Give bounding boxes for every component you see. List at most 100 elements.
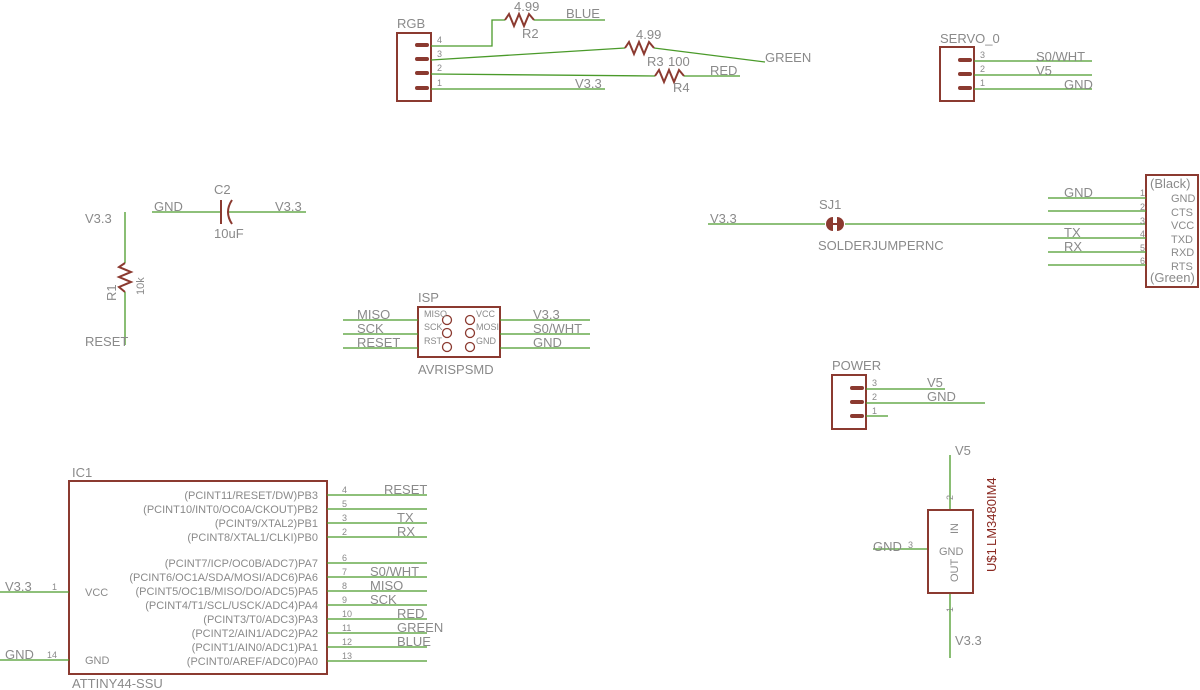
ic1-pin-number: 5 xyxy=(342,499,347,509)
sj1-net-v33: V3.3 xyxy=(710,211,737,226)
ic1-net-gnd: GND xyxy=(5,647,34,662)
ftdi-pin-4: 4 xyxy=(1140,229,1145,239)
servo-net-s0: S0/WHT xyxy=(1036,49,1085,64)
ic1-pin-vcc: 1 xyxy=(52,582,57,592)
servo-pin-3: 3 xyxy=(980,50,985,60)
ic1-pin-label: (PCINT10/INT0/OC0A/CKOUT)PB2 xyxy=(143,504,318,516)
ic1-pin-number: 9 xyxy=(342,595,347,605)
isp-header[interactable]: ISP AVRISPSMD MISO SCK RST VCC MOSI GND xyxy=(417,290,501,377)
c2-net-v33: V3.3 xyxy=(275,199,302,214)
r3-body[interactable] xyxy=(624,39,655,57)
isp-pin-gnd: GND xyxy=(476,336,497,346)
ic1-net-v33: V3.3 xyxy=(5,579,32,594)
ftdi-pin-1: 1 xyxy=(1140,188,1145,198)
ftdi-net-rx: RX xyxy=(1064,239,1082,254)
power-net-v5: V5 xyxy=(927,375,943,390)
c2-value: 10uF xyxy=(214,226,244,241)
isp-pin-rst: RST xyxy=(424,336,443,346)
isp-pin-sck: SCK xyxy=(424,322,443,332)
net-v33-label-rgb: V3.3 xyxy=(575,76,602,91)
servo-connector[interactable]: SERVO_0 3 2 1 xyxy=(939,31,1000,102)
ftdi-label-txd: TXD xyxy=(1171,234,1193,246)
reg-net-v5: V5 xyxy=(955,443,971,458)
reg-in-label: IN xyxy=(949,523,961,534)
ic1-pin-gnd: 14 xyxy=(47,650,57,660)
rgb-name: RGB xyxy=(397,16,425,31)
ic1-pin-label: (PCINT0/AREF/ADC0)PA0 xyxy=(187,656,318,668)
r2-name: R2 xyxy=(522,26,539,41)
rgb-pin-3: 3 xyxy=(437,49,442,59)
ic1-pin-label: (PCINT2/AIN1/ADC2)PA2 xyxy=(192,628,318,640)
reg-gnd-label: GND xyxy=(939,546,964,558)
r4-value: 100 xyxy=(668,54,690,69)
ic1-pin-label: (PCINT4/T1/SCL/USCK/ADC4)PA4 xyxy=(145,600,318,612)
ic1-pin-label: (PCINT6/OC1A/SDA/MOSI/ADC6)PA6 xyxy=(129,572,318,584)
regulator[interactable]: IN GND OUT U$1 LM3480IM4 xyxy=(927,477,999,594)
ftdi-pin-5: 5 xyxy=(1140,243,1145,253)
ic1-pin-number: 6 xyxy=(342,553,347,563)
ftdi-label-gnd: GND xyxy=(1171,193,1196,205)
wire-rgb-red xyxy=(430,73,656,77)
power-pin-3: 3 xyxy=(872,378,877,388)
ftdi-label-rxd: RXD xyxy=(1171,247,1194,259)
r1-net-reset: RESET xyxy=(85,334,128,349)
sj1-jumper[interactable] xyxy=(826,217,844,231)
ftdi-pin-6: 6 xyxy=(1140,256,1145,266)
power-pin-2: 2 xyxy=(872,392,877,402)
r1-value: 10k xyxy=(135,277,147,295)
c2-capacitor[interactable] xyxy=(220,199,233,225)
rgb-connector[interactable]: RGB 4 3 2 1 xyxy=(396,16,442,102)
ic1-pin-net: GREEN xyxy=(397,620,443,635)
ic1-pin-number: 11 xyxy=(342,623,351,633)
wire-rgb-blue xyxy=(431,19,505,47)
ic1-pin-number: 12 xyxy=(342,637,352,647)
isp-value: AVRISPSMD xyxy=(418,362,494,377)
sj1-value: SOLDERJUMPERNC xyxy=(818,238,944,253)
ic1-pin-label: (PCINT5/OC1B/MISO/DO/ADC5)PA5 xyxy=(135,586,318,598)
ftdi-top-label: (Black) xyxy=(1150,176,1190,191)
ic1-pin-number: 13 xyxy=(342,651,352,661)
power-name: POWER xyxy=(832,358,881,373)
servo-net-v5: V5 xyxy=(1036,63,1052,78)
servo-name: SERVO_0 xyxy=(940,31,1000,46)
ftdi-header[interactable]: (Black) (Green) 1 2 3 4 5 6 GND CTS VCC … xyxy=(1140,174,1199,288)
wire-rgb-green xyxy=(430,47,626,61)
ic1-pin-label: (PCINT7/ICP/OC0B/ADC7)PA7 xyxy=(165,558,318,570)
r4-body[interactable] xyxy=(654,67,685,85)
isp-net-sck: SCK xyxy=(357,321,384,336)
isp-net-miso: MISO xyxy=(357,307,390,322)
reg-out-label: OUT xyxy=(949,559,961,583)
isp-pin-vcc: VCC xyxy=(476,309,496,319)
servo-pin-1: 1 xyxy=(980,78,985,88)
reg-net-gnd: GND xyxy=(873,539,902,554)
servo-pin-2: 2 xyxy=(980,64,985,74)
isp-net-reset: RESET xyxy=(357,335,400,350)
power-net-gnd: GND xyxy=(927,389,956,404)
isp-net-v33: V3.3 xyxy=(533,307,560,322)
ic1-gnd-label: GND xyxy=(85,655,110,667)
ic1-pin-label: (PCINT9/XTAL2)PB1 xyxy=(215,518,318,530)
ic1-pin-label: (PCINT3/T0/ADC3)PA3 xyxy=(203,614,318,626)
r2-value: 4.99 xyxy=(514,0,539,14)
r1-body[interactable] xyxy=(116,262,134,293)
reg-net-v33: V3.3 xyxy=(955,633,982,648)
power-connector[interactable]: POWER 3 2 1 xyxy=(831,358,881,430)
r2-body[interactable] xyxy=(504,11,535,29)
rgb-pin-1: 1 xyxy=(437,78,442,88)
ftdi-label-vcc: VCC xyxy=(1171,220,1194,232)
r3-name: R3 xyxy=(647,54,664,69)
ftdi-net-gnd: GND xyxy=(1064,185,1093,200)
rgb-pin-2: 2 xyxy=(437,63,442,73)
ic1-pin-label: (PCINT8/XTAL1/CLKI)PB0 xyxy=(187,532,318,544)
ic1-pin-net: S0/WHT xyxy=(370,564,419,579)
ftdi-pin-3: 3 xyxy=(1140,216,1145,226)
ic1-pin-label: (PCINT1/AIN0/ADC1)PA1 xyxy=(192,642,318,654)
r1-net-v33: V3.3 xyxy=(85,211,112,226)
ic1-pin-net: RED xyxy=(397,606,424,621)
reg-pin-out: 1 xyxy=(945,607,955,612)
ic1-pin-number: 3 xyxy=(342,513,347,523)
power-pin-1: 1 xyxy=(872,406,877,416)
c2-name: C2 xyxy=(214,182,231,197)
